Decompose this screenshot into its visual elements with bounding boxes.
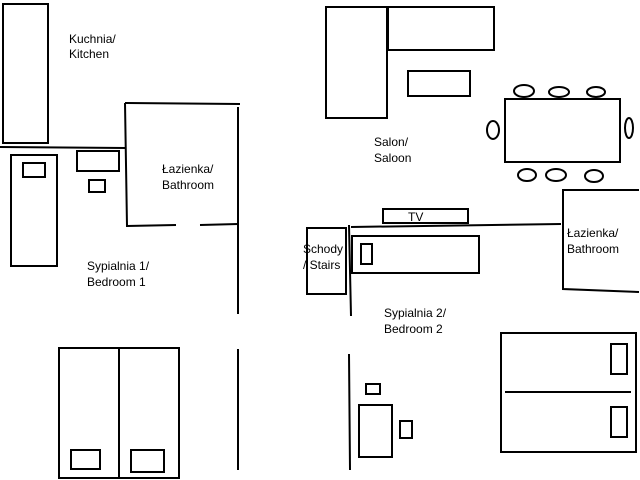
coffee-table (407, 70, 471, 97)
kitchen-label-1: Kuchnia/ (69, 32, 116, 46)
bedroom-1-label-1: Sypialnia 1/ (87, 259, 150, 273)
pillow-top (610, 343, 628, 375)
sofa-horizontal (387, 6, 495, 51)
bedroom-2-label-2: Bedroom 2 (384, 322, 443, 336)
chair (586, 86, 606, 98)
wall-kitchen-bottom (0, 146, 127, 149)
tv-label: TV (408, 210, 423, 224)
bedroom-2-label-1: Sypialnia 2/ (384, 306, 447, 320)
wall-center-right (348, 224, 352, 471)
stairs-label-1: Schody (303, 242, 343, 256)
chair (548, 86, 570, 98)
sofa-bed (351, 235, 480, 274)
desk (358, 404, 393, 458)
chair (584, 169, 604, 183)
bedroom-1-label-2: Bedroom 1 (87, 275, 146, 289)
bathroom-1-label-2: Bathroom (162, 178, 214, 192)
saloon-label-2: Saloon (374, 151, 411, 165)
nightstand (88, 179, 106, 193)
wall-bathroom-2 (562, 189, 640, 293)
chair (486, 120, 500, 140)
kitchen-counter (2, 3, 49, 144)
dresser (76, 150, 120, 172)
chair (517, 168, 537, 182)
bathroom-2-label-1: Łazienka/ (567, 226, 619, 240)
sofa-bed-pillow (360, 243, 373, 265)
dining-table (504, 98, 621, 163)
bathroom-2-label-2: Bathroom (567, 242, 619, 256)
pillow-left (70, 449, 101, 470)
wall-saloon-bottom (350, 223, 562, 228)
bathroom-1-label-1: Łazienka/ (162, 162, 214, 176)
saloon-label-1: Salon/ (374, 135, 409, 149)
chair (624, 117, 634, 139)
stairs-label-2: / Stairs (303, 258, 340, 272)
kitchen-label-2: Kitchen (69, 47, 109, 61)
wall-bathroom-1 (124, 102, 241, 228)
stairs-box (306, 227, 347, 295)
pillow-bottom (610, 406, 628, 438)
pillow (22, 162, 46, 178)
bed-double-2 (500, 332, 637, 453)
sofa-vertical (325, 6, 388, 119)
tv-unit (382, 208, 469, 224)
nightstand-2 (365, 383, 381, 395)
chair-small (399, 420, 413, 439)
pillow-right (130, 449, 165, 473)
chair (545, 168, 567, 182)
bed-single (10, 154, 58, 267)
chair (513, 84, 535, 98)
